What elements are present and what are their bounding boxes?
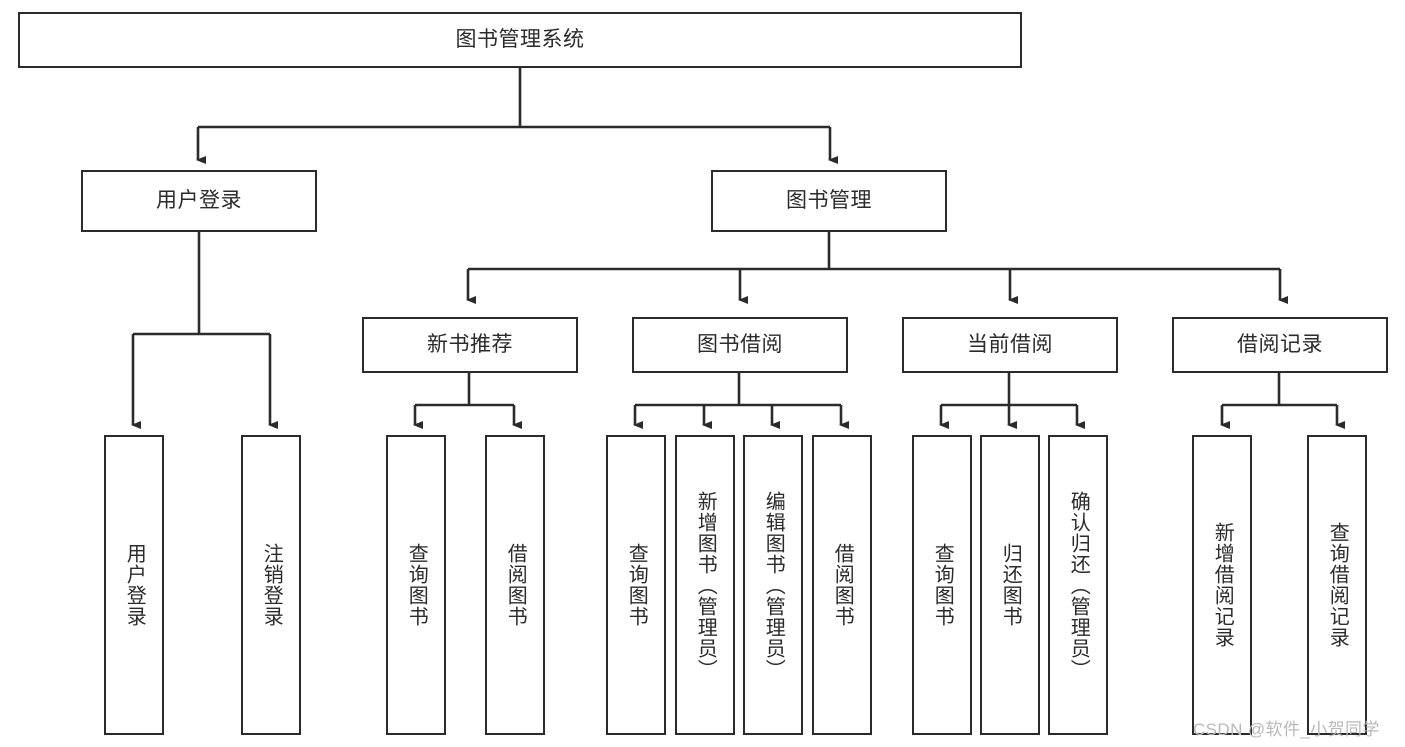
node-leaf-add-record[interactable]: 新增借阅记录 (1192, 435, 1252, 735)
node-root-label: 图书管理系统 (455, 27, 585, 51)
node-leaf-query-book-2-label: 查询图书 (625, 543, 648, 627)
node-leaf-edit-book-label: 编辑图书（管理员） (762, 490, 785, 680)
node-book-manage[interactable]: 图书管理 (711, 170, 947, 232)
node-leaf-edit-book[interactable]: 编辑图书（管理员） (743, 435, 803, 735)
node-new-book-recommend-label: 新书推荐 (427, 332, 513, 356)
node-leaf-borrow-book-2[interactable]: 借阅图书 (812, 435, 872, 735)
node-borrow-record[interactable]: 借阅记录 (1172, 317, 1388, 373)
node-user-login[interactable]: 用户登录 (81, 170, 317, 232)
node-leaf-return-book[interactable]: 归还图书 (980, 435, 1040, 735)
node-user-login-label: 用户登录 (156, 188, 242, 212)
watermark-text: CSDN @软件_小贺同学 (1193, 720, 1380, 739)
node-leaf-user-login[interactable]: 用户登录 (104, 435, 164, 735)
node-leaf-query-book-3-label: 查询图书 (931, 543, 954, 627)
node-current-borrow-label: 当前借阅 (967, 332, 1053, 356)
node-leaf-user-login-label: 用户登录 (123, 543, 146, 627)
node-leaf-logout-login[interactable]: 注销登录 (241, 435, 301, 735)
node-leaf-query-record-label: 查询借阅记录 (1326, 522, 1349, 648)
node-leaf-add-book[interactable]: 新增图书（管理员） (675, 435, 735, 735)
node-leaf-logout-login-label: 注销登录 (260, 543, 283, 627)
node-leaf-query-book-1-label: 查询图书 (405, 543, 428, 627)
node-leaf-borrow-book-2-label: 借阅图书 (831, 543, 854, 627)
node-leaf-return-book-label: 归还图书 (999, 543, 1022, 627)
node-leaf-query-record[interactable]: 查询借阅记录 (1307, 435, 1367, 735)
node-leaf-borrow-book-1-label: 借阅图书 (504, 543, 527, 627)
node-leaf-confirm-return[interactable]: 确认归还（管理员） (1048, 435, 1108, 735)
node-leaf-query-book-2[interactable]: 查询图书 (606, 435, 666, 735)
node-leaf-confirm-return-label: 确认归还（管理员） (1067, 490, 1090, 680)
node-leaf-borrow-book-1[interactable]: 借阅图书 (485, 435, 545, 735)
node-leaf-add-book-label: 新增图书（管理员） (694, 490, 717, 680)
node-leaf-query-book-3[interactable]: 查询图书 (912, 435, 972, 735)
node-leaf-add-record-label: 新增借阅记录 (1211, 522, 1234, 648)
node-new-book-recommend[interactable]: 新书推荐 (362, 317, 578, 373)
node-book-borrow-label: 图书借阅 (697, 332, 783, 356)
node-current-borrow[interactable]: 当前借阅 (902, 317, 1118, 373)
node-borrow-record-label: 借阅记录 (1237, 332, 1323, 356)
node-book-borrow[interactable]: 图书借阅 (632, 317, 848, 373)
node-root[interactable]: 图书管理系统 (18, 12, 1022, 68)
node-leaf-query-book-1[interactable]: 查询图书 (386, 435, 446, 735)
node-book-manage-label: 图书管理 (786, 188, 872, 212)
